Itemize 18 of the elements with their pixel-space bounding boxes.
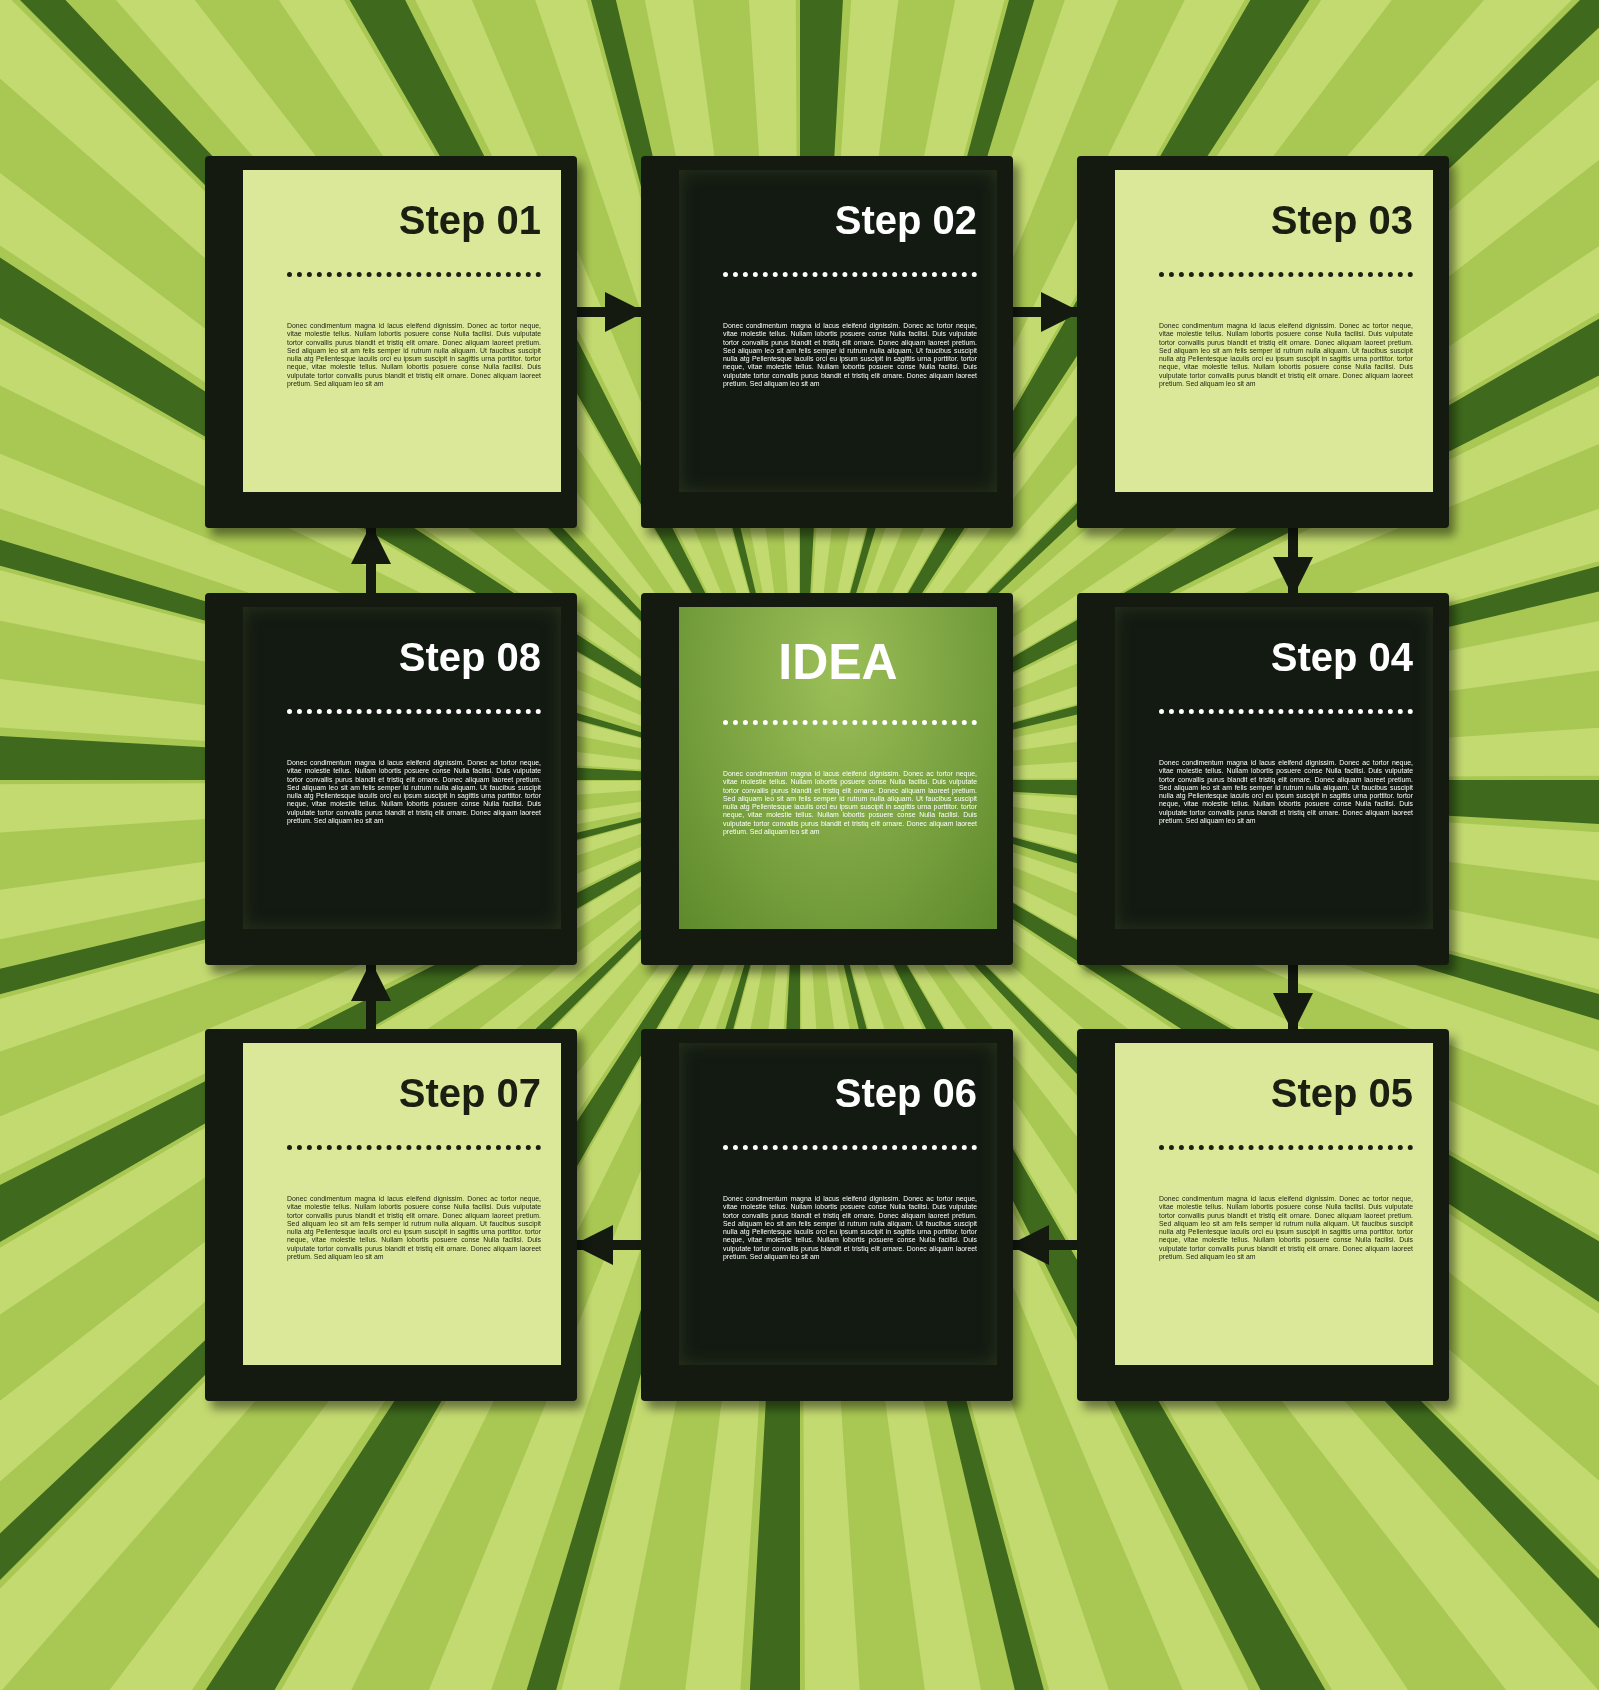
step-title: Step 08	[397, 635, 541, 679]
step-card	[1077, 1029, 1449, 1401]
step-card	[1077, 156, 1449, 528]
step-title: Step 01	[397, 198, 541, 242]
step-title: Step 04	[1269, 635, 1413, 679]
step-card	[641, 1029, 1013, 1401]
step-card	[641, 593, 1013, 965]
step-card	[205, 593, 577, 965]
step-title: IDEA	[777, 635, 899, 690]
step-card	[1077, 593, 1449, 965]
step-card	[205, 156, 577, 528]
step-title: Step 06	[833, 1071, 977, 1115]
step-card	[205, 1029, 577, 1401]
step-card	[641, 156, 1013, 528]
step-title: Step 05	[1269, 1071, 1413, 1115]
step-title: Step 03	[1269, 198, 1413, 242]
step-title: Step 07	[397, 1071, 541, 1115]
step-title: Step 02	[833, 198, 977, 242]
